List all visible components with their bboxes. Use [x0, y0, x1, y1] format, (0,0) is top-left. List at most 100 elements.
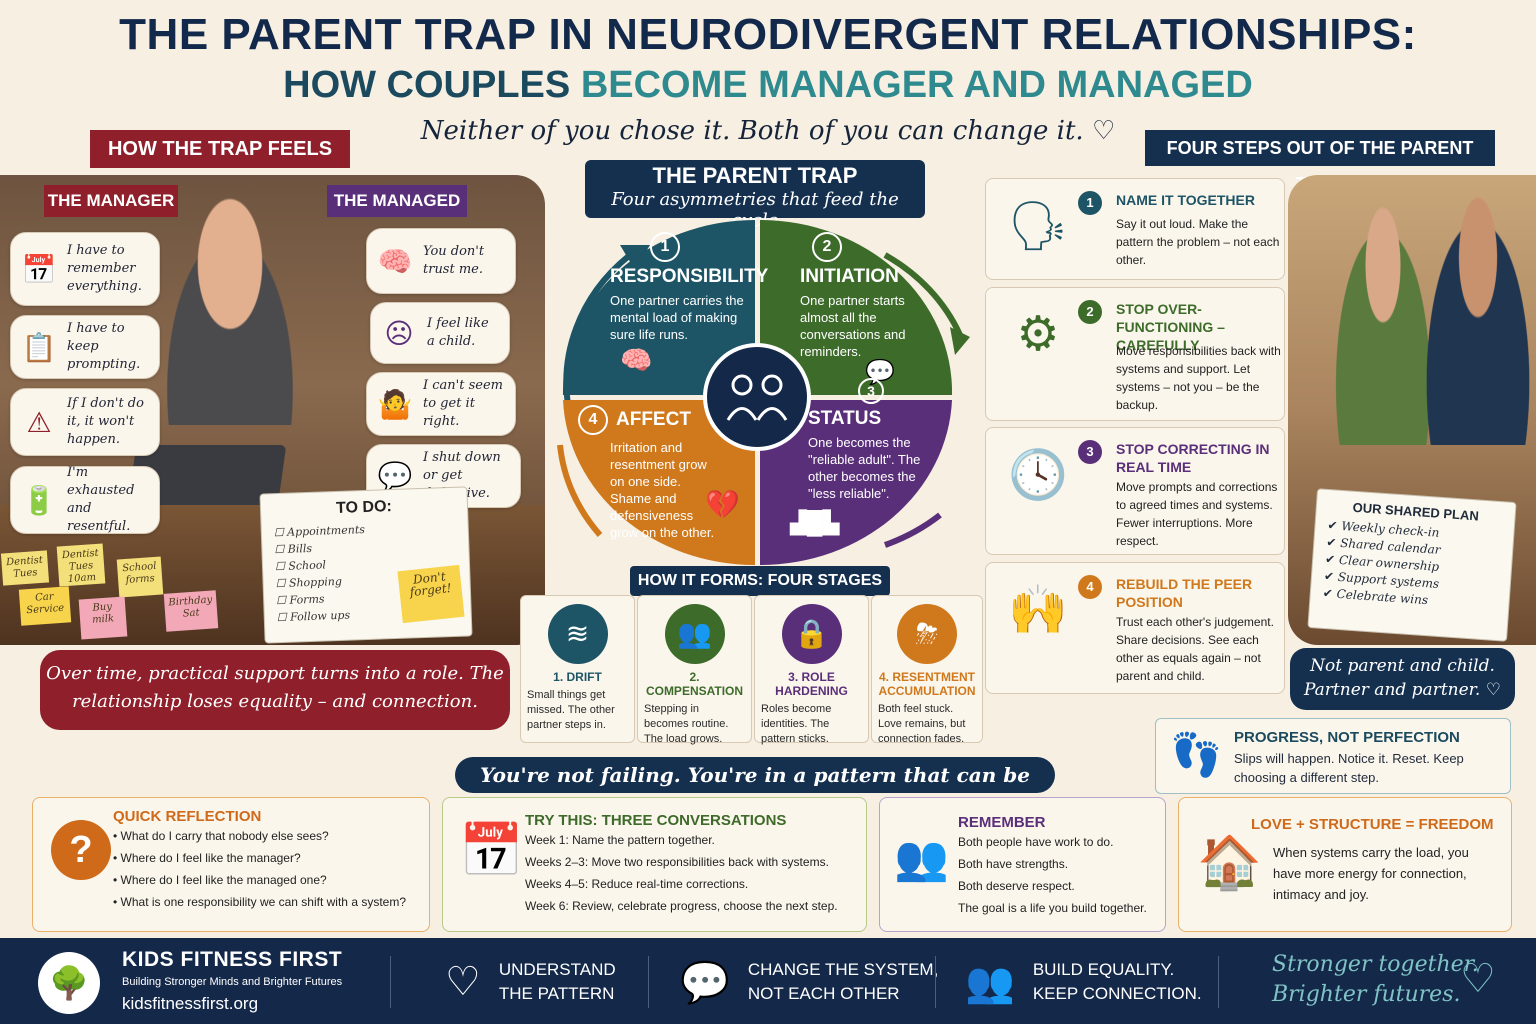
couple-icon: 👥	[965, 960, 1015, 1005]
stage-title: 3. ROLE HARDENING	[775, 670, 848, 698]
footer-slogan: Stronger together. Brighter futures.	[1272, 950, 1479, 1010]
managed-label: THE MANAGED	[327, 185, 467, 217]
quadrant-responsibility: 1 RESPONSIBILITY One partner carries the…	[610, 232, 769, 343]
head-icon: 🧠	[377, 245, 413, 277]
pillar-text: BUILD EQUALITY.KEEP CONNECTION.	[1033, 958, 1202, 1006]
step-card-stop-correcting: 🕓 3 STOP CORRECTING IN REAL TIME Move pr…	[985, 427, 1285, 555]
stage-title: 2. COMPENSATION	[645, 670, 744, 698]
four-steps-banner: FOUR STEPS OUT OF THE PARENT TRAP	[1145, 130, 1495, 194]
progress-body: Slips will happen. Notice it. Reset. Kee…	[1234, 751, 1464, 785]
step-number: 4	[1078, 575, 1102, 599]
broken-heart-icon: 💔	[705, 489, 740, 520]
managed-quote: 🧠 You don't trust me.	[366, 228, 516, 294]
tryit-item: Week 6: Review, celebrate progress, choo…	[525, 899, 838, 913]
footer-divider	[390, 956, 391, 1008]
quadrant-number: 3	[858, 378, 884, 404]
cycle-arrow	[883, 512, 942, 548]
clock-icon: 🕓	[1008, 449, 1068, 502]
footer: 🌳 KIDS FITNESS FIRST Building Stronger M…	[0, 938, 1536, 1024]
stage-body: Stepping in becomes routine. The load gr…	[644, 703, 729, 745]
remember-item: Both have strengths.	[958, 857, 1069, 871]
center-couple-badge	[703, 343, 811, 451]
reflection-title: QUICK REFLECTION	[113, 808, 262, 825]
manager-quote: 📅 I have to remember everything.	[10, 232, 160, 306]
sad-face-icon: ☹	[384, 317, 414, 349]
lock-shield-icon: 🔒	[781, 604, 842, 664]
todo-list: TO DO: Appointments Bills School Shoppin…	[259, 486, 473, 644]
manager-label: THE MANAGER	[44, 185, 178, 217]
reflection-item: • Where do I feel like the managed one?	[113, 873, 327, 887]
step-title: STOP OVER-FUNCTIONING – CAREFULLY	[1116, 301, 1225, 353]
pillar-build-equality: 👥 BUILD EQUALITY.KEEP CONNECTION.	[965, 958, 1202, 1006]
todo-title: TO DO:	[335, 498, 393, 518]
manager-quote: ⚠ If I don't do it, it won't happen.	[10, 388, 160, 456]
quadrant-affect: 4 AFFECT Irritation and resentment grow …	[578, 405, 718, 541]
arrowhead-icon	[950, 327, 970, 355]
subtitle-main: HOW COUPLES	[283, 64, 581, 106]
slogan-line: Stronger together.	[1272, 952, 1479, 977]
quadrant-body: One partner starts almost all the conver…	[800, 293, 906, 359]
reflection-item-text: What is one responsibility we can shift …	[120, 895, 406, 909]
heart-icon: ♡	[1460, 957, 1496, 1001]
checklist-icon: 📋	[21, 331, 57, 363]
sticky-note: Buy milk	[78, 596, 128, 640]
subtitle-accent: BECOME MANAGER AND MANAGED	[580, 64, 1253, 106]
right-caption: Not parent and child. Partner and partne…	[1290, 648, 1515, 710]
progress-not-perfection-box: 👣 PROGRESS, NOT PERFECTION Slips will ha…	[1155, 718, 1511, 794]
podium-icon: ▟█▙	[790, 510, 840, 535]
step-body: Trust each other's judgement. Share deci…	[1116, 615, 1274, 683]
man-figure	[1418, 195, 1536, 445]
two-people-icon: 👥	[894, 834, 949, 883]
heart-icon: ♡	[445, 960, 481, 1004]
question-head-icon: ?	[51, 820, 111, 880]
slogan-line: Brighter futures.	[1272, 982, 1461, 1007]
how-trap-feels-banner: HOW THE TRAP FEELS	[90, 130, 350, 168]
managed-quote-text: I can't seem to get it right.	[423, 378, 503, 429]
footer-divider	[935, 956, 936, 1008]
tagline: Neither of you chose it. Both of you can…	[420, 116, 1116, 146]
status-quadrant	[760, 400, 952, 566]
reflection-item: • Where do I feel like the manager?	[113, 851, 301, 865]
manager-quote-text: I'm exhausted and resentful.	[67, 465, 135, 534]
sticky-note: Dentist Tues 10am	[56, 543, 106, 587]
org-tagline: Building Stronger Minds and Brighter Fut…	[122, 976, 343, 988]
sticky-note: Birthday Sat	[163, 590, 219, 632]
woman-figure	[150, 195, 310, 425]
step-body: Move responsibilities back with systems …	[1116, 344, 1281, 412]
quadrant-status: STATUS One becomes the "reliable adult".…	[808, 408, 928, 502]
quadrant-body: One becomes the "reliable adult". The ot…	[808, 435, 921, 501]
footer-divider	[648, 956, 649, 1008]
stage-title: 1. DRIFT	[553, 670, 602, 684]
quadrant-body: One partner carries the mental load of m…	[610, 293, 744, 342]
remember-content: REMEMBER Both people have work to do. Bo…	[958, 814, 1163, 919]
step-card-rebuild-peer: 🙌 4 REBUILD THE PEER POSITION Trust each…	[985, 562, 1285, 694]
remember-item: Both deserve respect.	[958, 879, 1075, 893]
pillar-line: KEEP CONNECTION.	[1032, 984, 1202, 1003]
parent-trap-banner: THE PARENT TRAP Four asymmetries that fe…	[585, 160, 925, 231]
managed-quote-text: You don't trust me.	[423, 244, 485, 277]
speech-bubble-icon: 💬	[377, 460, 413, 492]
org-url[interactable]: kidsfitnessfirst.org	[122, 994, 259, 1013]
quadrant-title: RESPONSIBILITY	[610, 266, 769, 287]
stages-banner: HOW IT FORMS: FOUR STAGES	[630, 566, 890, 596]
sticky-note: Dentist Tues	[0, 550, 50, 586]
tryit-item: Week 1: Name the pattern together.	[525, 833, 715, 847]
step-title: STOP CORRECTING IN REAL TIME	[1116, 441, 1270, 475]
pillar-change-system: 💬 CHANGE THE SYSTEM,NOT EACH OTHER	[680, 958, 938, 1006]
step-body: Move prompts and corrections to agreed t…	[1116, 480, 1278, 548]
managed-quote: ☹ I feel like a child.	[370, 302, 510, 364]
sticky-note: School forms	[116, 556, 164, 598]
tryit-item: Weeks 4–5: Reduce real-time corrections.	[525, 877, 749, 891]
step-card-stop-over-functioning: ⚙ 2 STOP OVER-FUNCTIONING – CAREFULLY Mo…	[985, 287, 1285, 421]
cycle-arrow	[883, 252, 963, 337]
quadrant-title: INITIATION	[800, 266, 899, 287]
managed-quote-text: I feel like a child.	[427, 316, 489, 349]
pillar-text: CHANGE THE SYSTEM,NOT EACH OTHER	[748, 958, 939, 1006]
stage-resentment-accumulation: ⛈ 4. RESENTMENT ACCUMULATION Both feel s…	[871, 595, 983, 745]
remember-title: REMEMBER	[958, 814, 1046, 831]
person-icon	[731, 374, 753, 396]
parent-trap-cycle	[557, 219, 970, 566]
org-name: KIDS FITNESS FIRST	[122, 948, 343, 971]
manager-quote: 🔋 I'm exhausted and resentful.	[10, 465, 160, 534]
